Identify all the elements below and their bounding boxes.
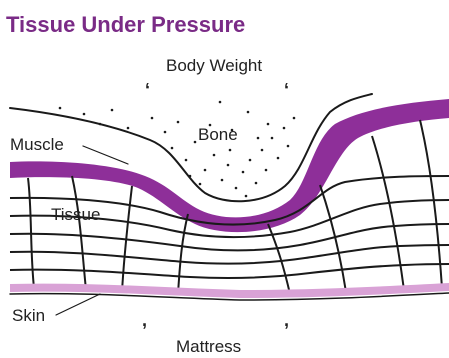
bone-label: Bone xyxy=(198,125,238,144)
diagram-title: Tissue Under Pressure xyxy=(6,12,245,37)
body-weight-arrow-right: ‘ xyxy=(284,80,289,100)
muscle-label: Muscle xyxy=(10,135,64,154)
mattress-arrow-left: , xyxy=(142,310,147,330)
body-weight-arrow-left: ‘ xyxy=(145,80,150,100)
mattress-label: Mattress xyxy=(176,337,241,356)
tissue-label: Tissue xyxy=(51,205,100,224)
bone-dots xyxy=(59,101,296,198)
skin-leader-line xyxy=(56,294,100,315)
body-weight-label: Body Weight xyxy=(166,56,262,75)
skin-label: Skin xyxy=(12,306,45,325)
mattress-arrow-right: , xyxy=(284,310,289,330)
muscle-leader-line xyxy=(83,146,128,164)
